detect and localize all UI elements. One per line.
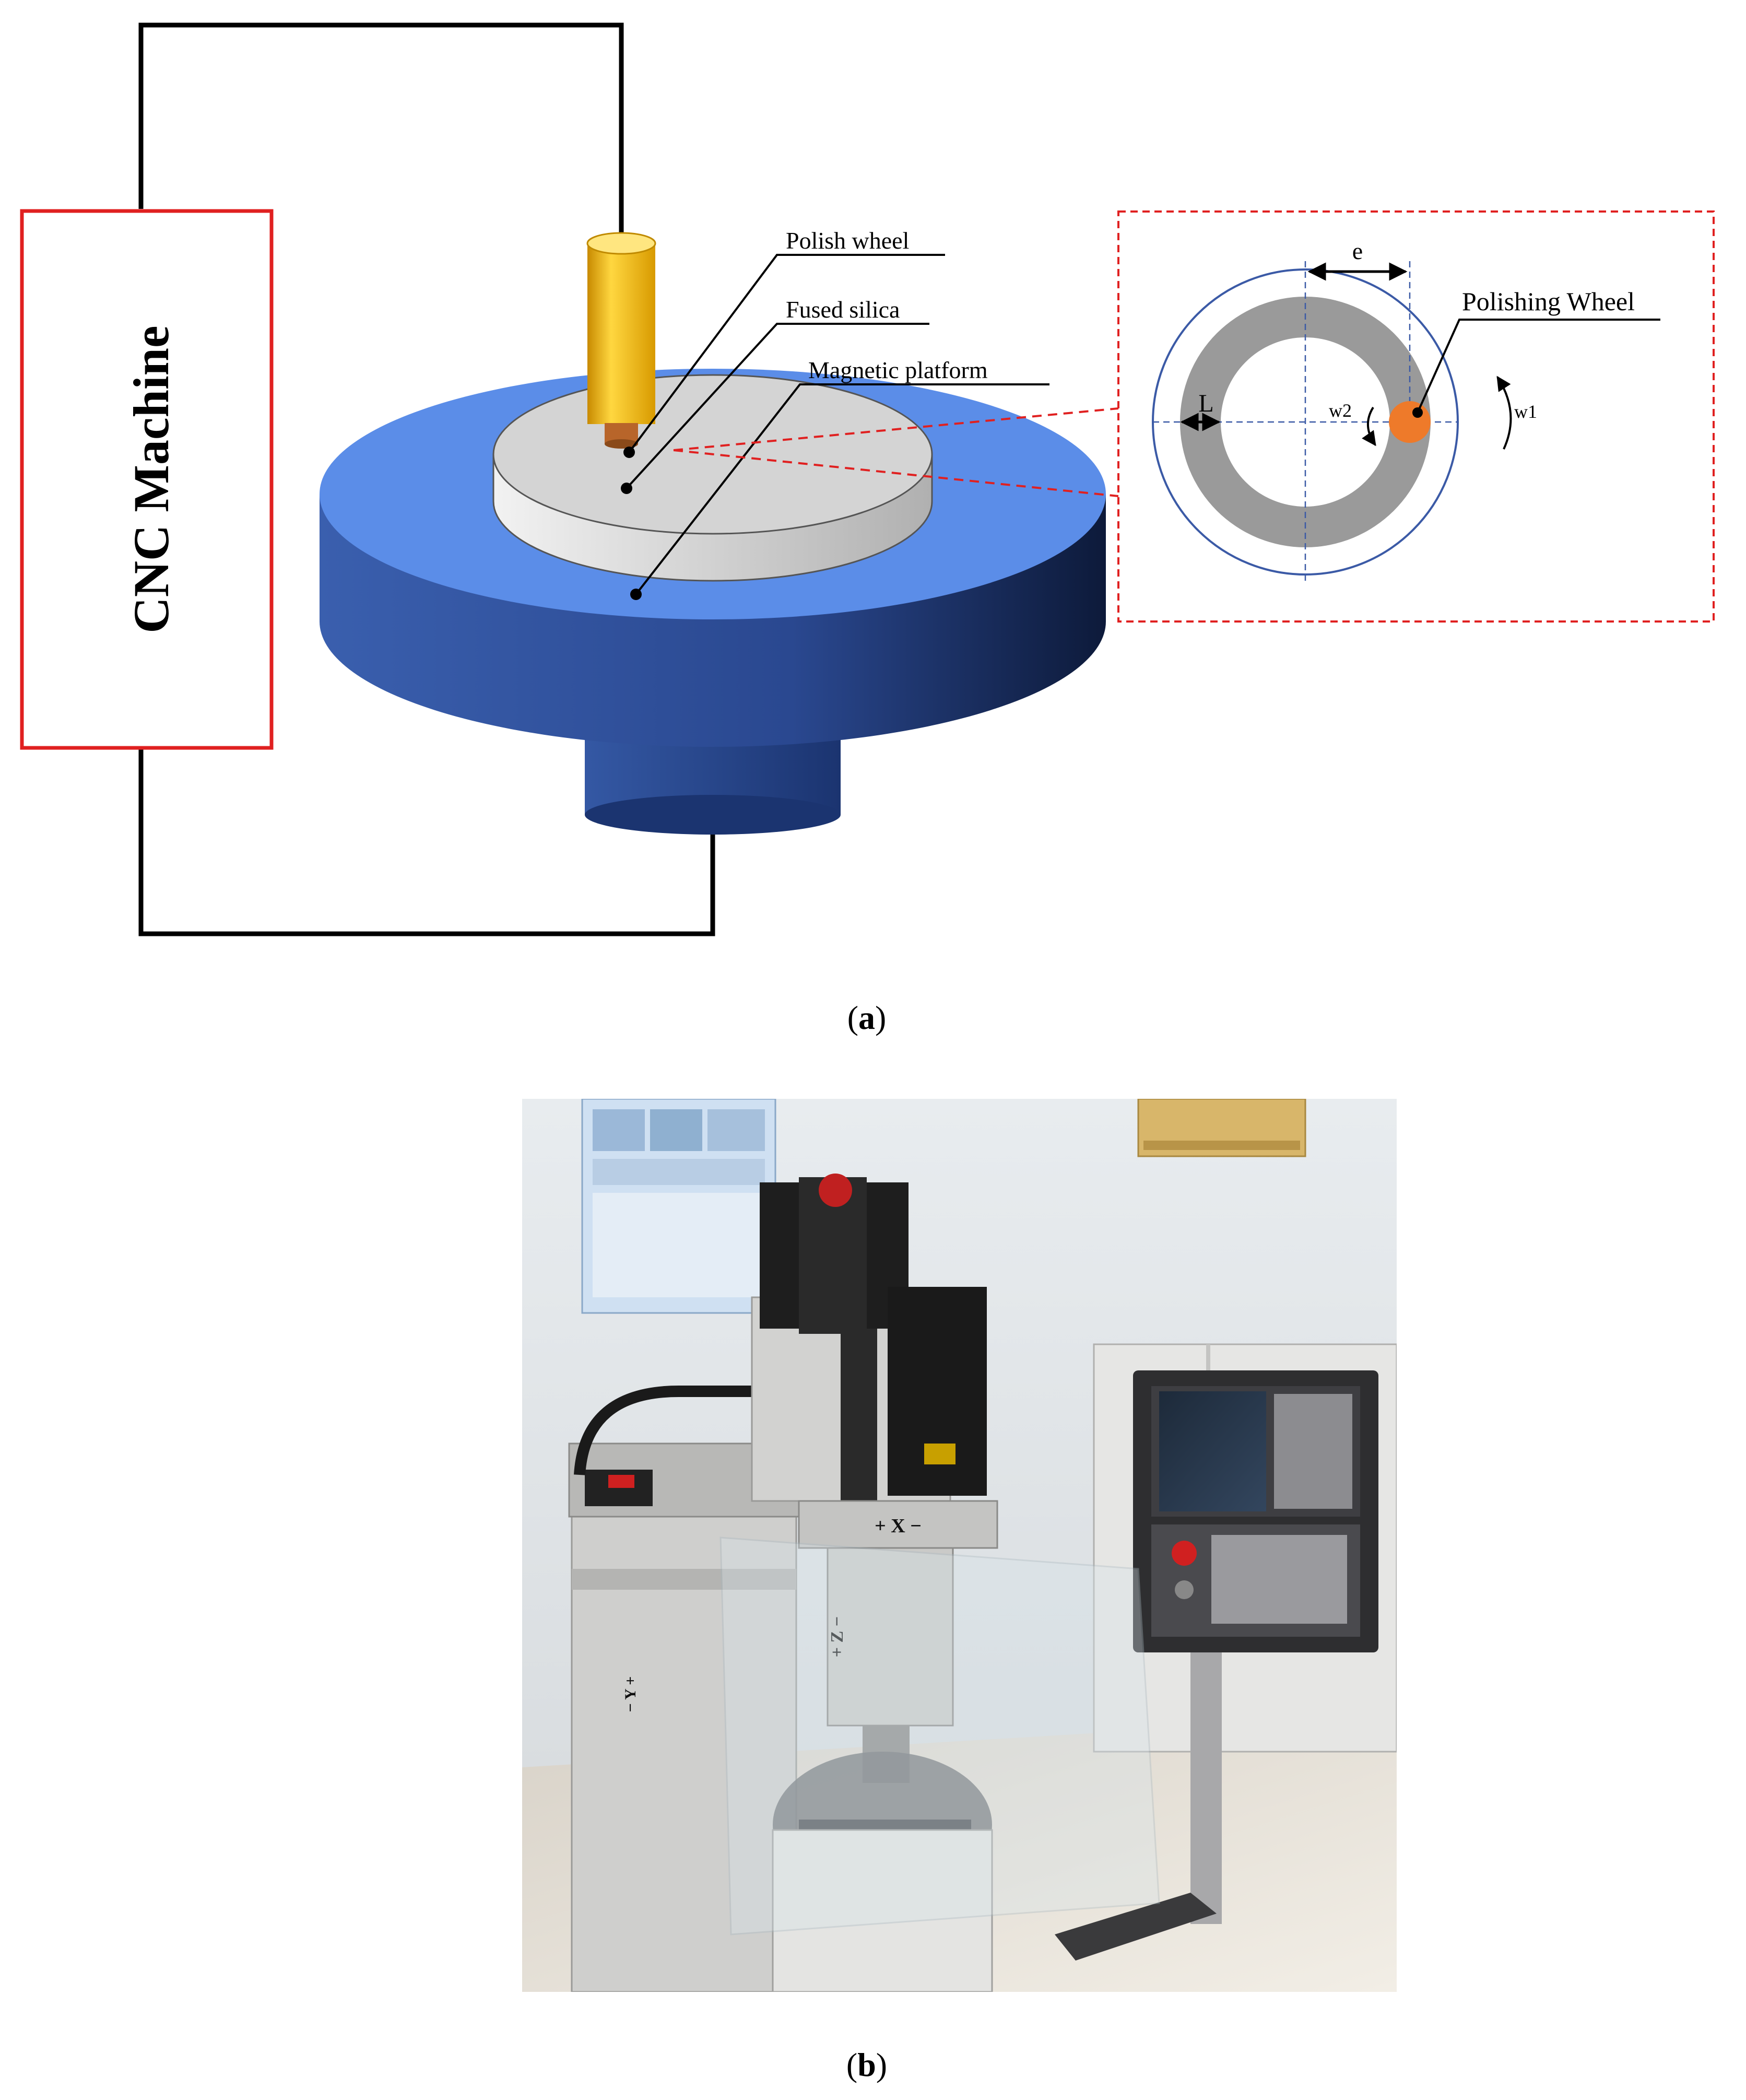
cable-loop: [574, 1386, 752, 1475]
cnc-control-panel: [1133, 1370, 1378, 1652]
machine-column: [571, 1505, 797, 1992]
panel-stand: [1055, 1652, 1222, 1961]
spindle-head: [751, 1174, 987, 1502]
caption-b: (b): [846, 2046, 887, 2083]
zoom-line-bottom: [673, 449, 1119, 497]
wheel-speed-label: w2: [1329, 400, 1352, 421]
polish-wheel-marker: [623, 447, 635, 458]
ring-width-label: L: [1198, 390, 1213, 417]
cnc-machine-label: CNC Machine: [123, 325, 179, 633]
leader-lines: [626, 254, 1049, 595]
fused-silica-disk: [492, 374, 933, 582]
wire-top: [138, 22, 624, 245]
panel-b-photo: + X − + Z − − Y + (b): [522, 1099, 1397, 2083]
zoom-line-top: [673, 407, 1119, 451]
platform-rotation-arrow: [1496, 376, 1512, 450]
inset-top-view: e L Polishing Wheel w2 w1: [1117, 210, 1715, 623]
magnetic-platform-label: Magnetic platform: [808, 357, 988, 383]
wire-bottom: [138, 746, 715, 936]
z-axis-marking: + Z −: [828, 1616, 847, 1657]
y-axis-marking: − Y +: [622, 1676, 639, 1712]
platform-speed-label: w1: [1514, 401, 1537, 422]
lab-photo: + X − + Z − − Y +: [522, 1099, 1397, 1992]
cnc-machine-box: [20, 209, 274, 750]
air-conditioner: [1137, 1099, 1306, 1157]
caption-a: (a): [847, 999, 887, 1036]
work-area: [772, 1752, 993, 1992]
polishing-wheel-label: Polishing Wheel: [1462, 287, 1635, 316]
transparent-guard: [719, 1536, 1160, 1935]
eccentricity-label: e: [1352, 238, 1363, 264]
polish-spindle: [586, 232, 656, 449]
wheel-rotation-arrow: [1362, 406, 1376, 447]
magnetic-platform-marker: [630, 589, 642, 600]
polishing-wheel-leader: [1417, 319, 1660, 413]
polishing-wheel-dot: [1389, 401, 1431, 443]
fused-silica-marker: [621, 483, 632, 494]
panel-a-diagram: CNC Machine: [20, 22, 1715, 1036]
x-axis-marking: + X −: [875, 1515, 922, 1537]
wall-poster: [581, 1099, 776, 1314]
polish-wheel-label: Polish wheel: [786, 227, 909, 254]
fused-silica-label: Fused silica: [786, 296, 900, 323]
